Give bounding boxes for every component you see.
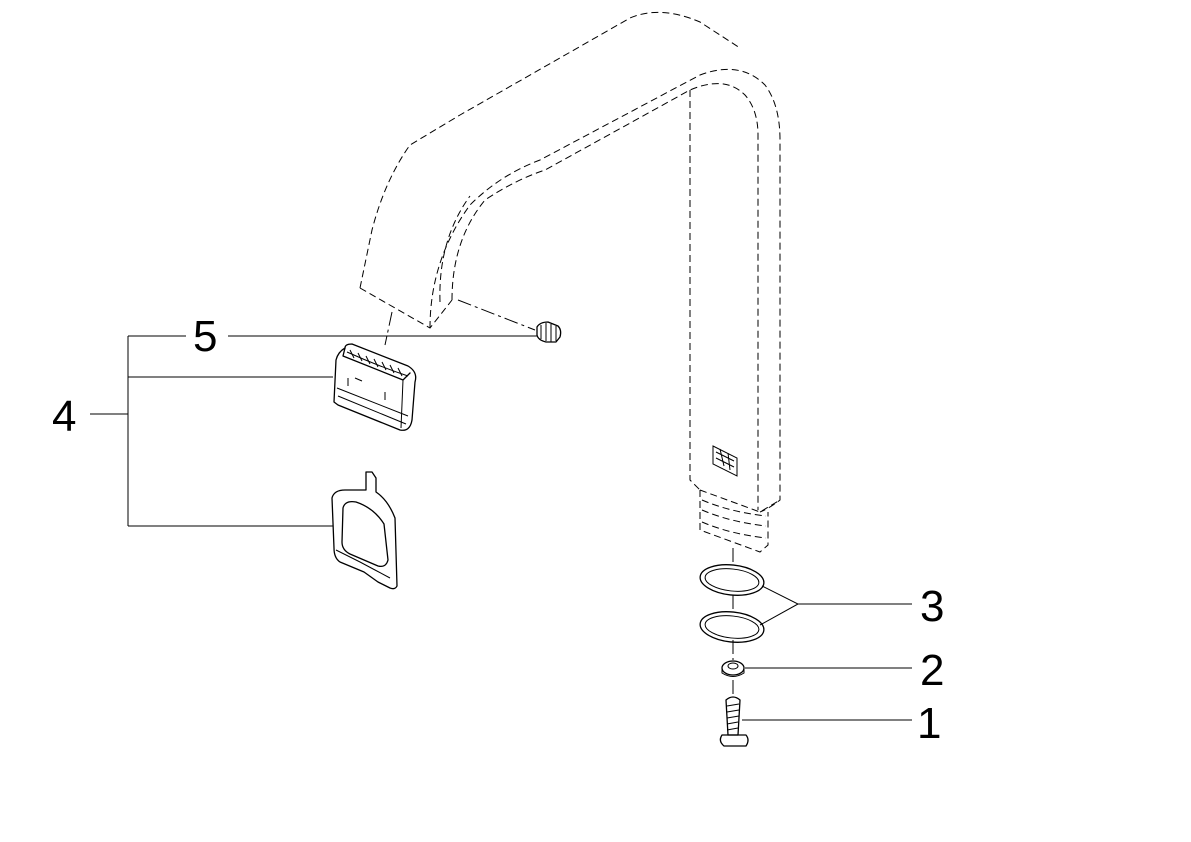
faucet-spout-outline: [359, 11, 781, 553]
callout-4: 4: [52, 392, 76, 441]
callout-3: 3: [920, 582, 944, 631]
leader-lines: [90, 335, 912, 721]
callout-labels: 5 4 3 2 1: [52, 312, 944, 748]
washer-part: [721, 660, 745, 677]
aerator-insert-part: [536, 321, 562, 343]
assembly-axis-lines: [384, 299, 734, 695]
callout-2: 2: [920, 646, 944, 695]
aerator-key-part: [331, 471, 398, 590]
o-ring-parts: [699, 564, 765, 643]
aerator-housing-part: [333, 343, 417, 431]
callout-1: 1: [917, 699, 941, 748]
callout-5: 5: [193, 312, 217, 361]
screw-part: [719, 696, 749, 747]
